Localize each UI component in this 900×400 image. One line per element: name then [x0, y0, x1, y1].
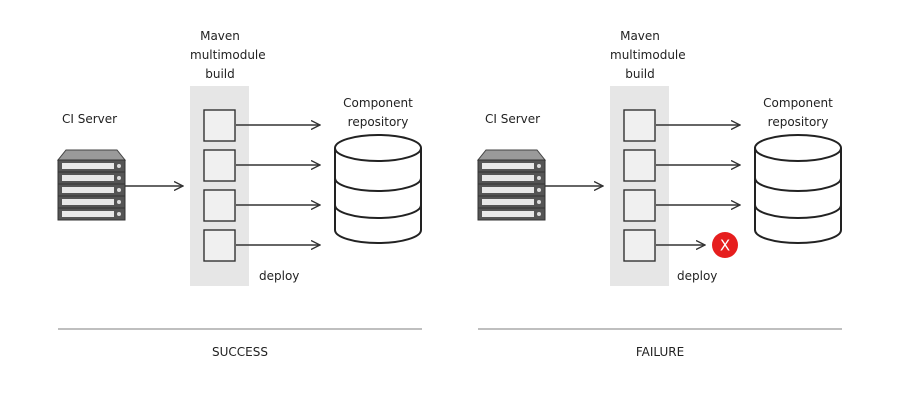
- build-label: Maven multimodule build: [610, 29, 686, 81]
- module-box: [623, 229, 656, 262]
- result-label-failure: FAILURE: [635, 345, 685, 359]
- deploy-label: deploy: [677, 269, 718, 283]
- repository-database-icon: [754, 134, 842, 244]
- module-box: [623, 109, 656, 142]
- error-mark: X: [720, 237, 730, 255]
- error-icon: X: [712, 232, 738, 258]
- module-box: [203, 149, 236, 182]
- ci-server-icon: [56, 149, 127, 221]
- module-box: [623, 189, 656, 222]
- build-label: Maven multimodule build: [190, 29, 266, 81]
- repository-label: Component repository: [343, 96, 413, 129]
- ci-server-label: CI Server: [485, 112, 541, 126]
- module-box: [623, 149, 656, 182]
- module-box: [203, 109, 236, 142]
- ci-server-label: CI Server: [62, 112, 118, 126]
- success-panel: [56, 86, 422, 330]
- module-box: [203, 189, 236, 222]
- deploy-label: deploy: [259, 269, 300, 283]
- ci-server-icon: [476, 149, 547, 221]
- repository-label: Component repository: [763, 96, 833, 129]
- module-box: [203, 229, 236, 262]
- result-label-success: SUCCESS: [212, 345, 268, 359]
- repository-database-icon: [334, 134, 422, 244]
- failure-panel: X: [476, 86, 842, 330]
